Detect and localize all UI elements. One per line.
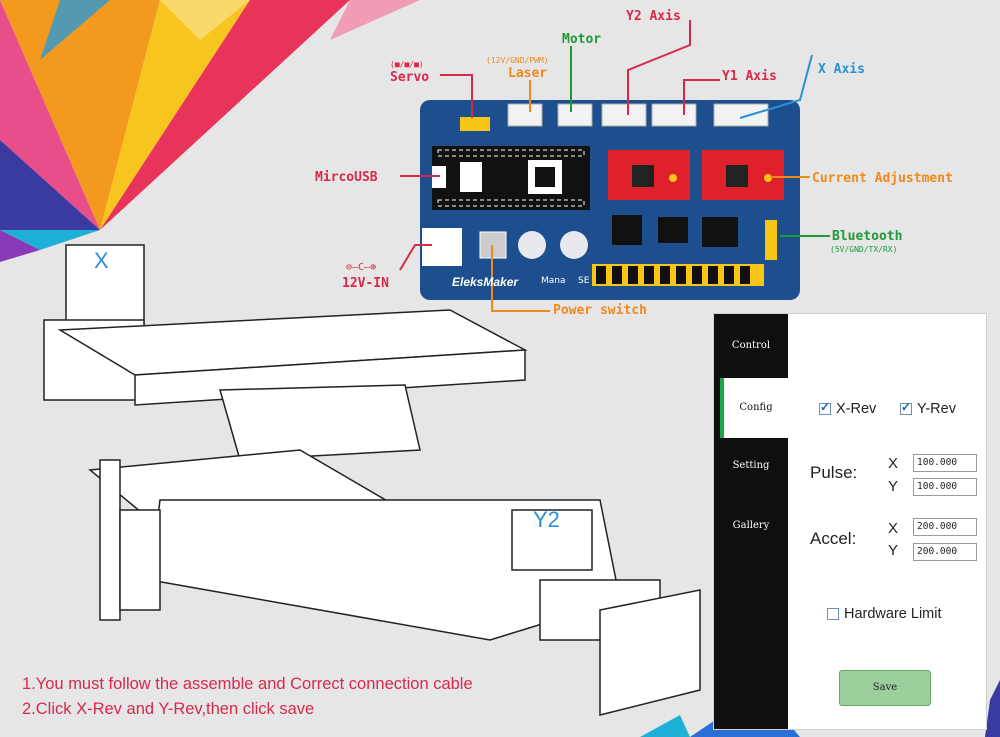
power-polarity-symbol: ⊖–C–⊕ — [346, 262, 377, 273]
tab-setting[interactable]: Setting — [732, 460, 770, 471]
accel-label: Accel: — [810, 529, 857, 548]
x-rev-checkbox[interactable]: X-Rev — [819, 400, 877, 417]
hardware-limit-checkbox[interactable]: Hardware Limit — [827, 606, 942, 622]
pulse-y-label: Y — [888, 478, 899, 495]
pulse-x-label: X — [888, 455, 899, 472]
board-model: Mana — [541, 276, 566, 286]
accel-x-input[interactable]: 200.000 — [913, 518, 977, 536]
board-brand: EleksMaker — [452, 275, 519, 289]
tab-config[interactable]: Config — [720, 378, 788, 438]
servo-label: Servo — [390, 70, 430, 85]
accel-y-label: Y — [888, 542, 899, 559]
hardware-limit-label: Hardware Limit — [844, 606, 942, 622]
power-in-label: 12V-IN — [342, 276, 389, 291]
y-rev-label: Y-Rev — [917, 401, 956, 417]
bluetooth-label: Bluetooth — [832, 229, 903, 244]
controller-board — [420, 100, 800, 300]
tab-gallery[interactable]: Gallery — [732, 520, 770, 531]
config-window: Control Config Setting Gallery X-Rev Y-R… — [713, 313, 987, 730]
tab-control[interactable]: Control — [731, 340, 771, 351]
callout-lines — [399, 20, 830, 312]
hardware-limit-check-icon[interactable] — [827, 608, 839, 620]
x-axis-label: X Axis — [818, 62, 865, 77]
y1-axis-label: Y1 Axis — [722, 69, 777, 84]
x-motor-tag: X — [94, 248, 109, 273]
x-rev-label: X-Rev — [836, 401, 877, 417]
save-button[interactable]: Save — [839, 670, 931, 706]
accel-x-label: X — [888, 520, 899, 537]
pulse-y-input[interactable]: 100.000 — [913, 478, 977, 496]
servo-pin-label: (■/■/■) — [390, 60, 424, 69]
current-adjustment-label: Current Adjustment — [812, 171, 953, 186]
pulse-x-input[interactable]: 100.000 — [913, 454, 977, 472]
y-rev-check-icon[interactable] — [900, 400, 912, 415]
plotter-machine-drawing — [43, 244, 701, 716]
y2-motor-tag: Y2 — [533, 507, 560, 532]
y-rev-checkbox[interactable]: Y-Rev — [900, 400, 956, 417]
accel-y-input[interactable]: 200.000 — [913, 543, 977, 561]
pulse-label: Pulse: — [810, 463, 858, 482]
y2-axis-label: Y2 Axis — [626, 9, 681, 24]
bluetooth-pin-label: (5V/GND/TX/RX) — [830, 245, 898, 254]
micro-usb-label: MircoUSB — [315, 170, 378, 185]
tab-sidebar: Control Config Setting Gallery — [714, 314, 788, 729]
power-switch-label: Power switch — [553, 303, 647, 318]
laser-label: Laser — [508, 66, 548, 81]
instruction-1: 1.You must follow the assemble and Corre… — [22, 675, 473, 693]
board-edition: SE — [578, 276, 590, 286]
x-rev-check-icon[interactable] — [819, 400, 831, 415]
motor-label: Motor — [562, 32, 602, 47]
laser-pin-label: (12V/GND/PWM) — [486, 56, 549, 65]
instruction-2: 2.Click X-Rev and Y-Rev,then click save — [22, 700, 315, 718]
